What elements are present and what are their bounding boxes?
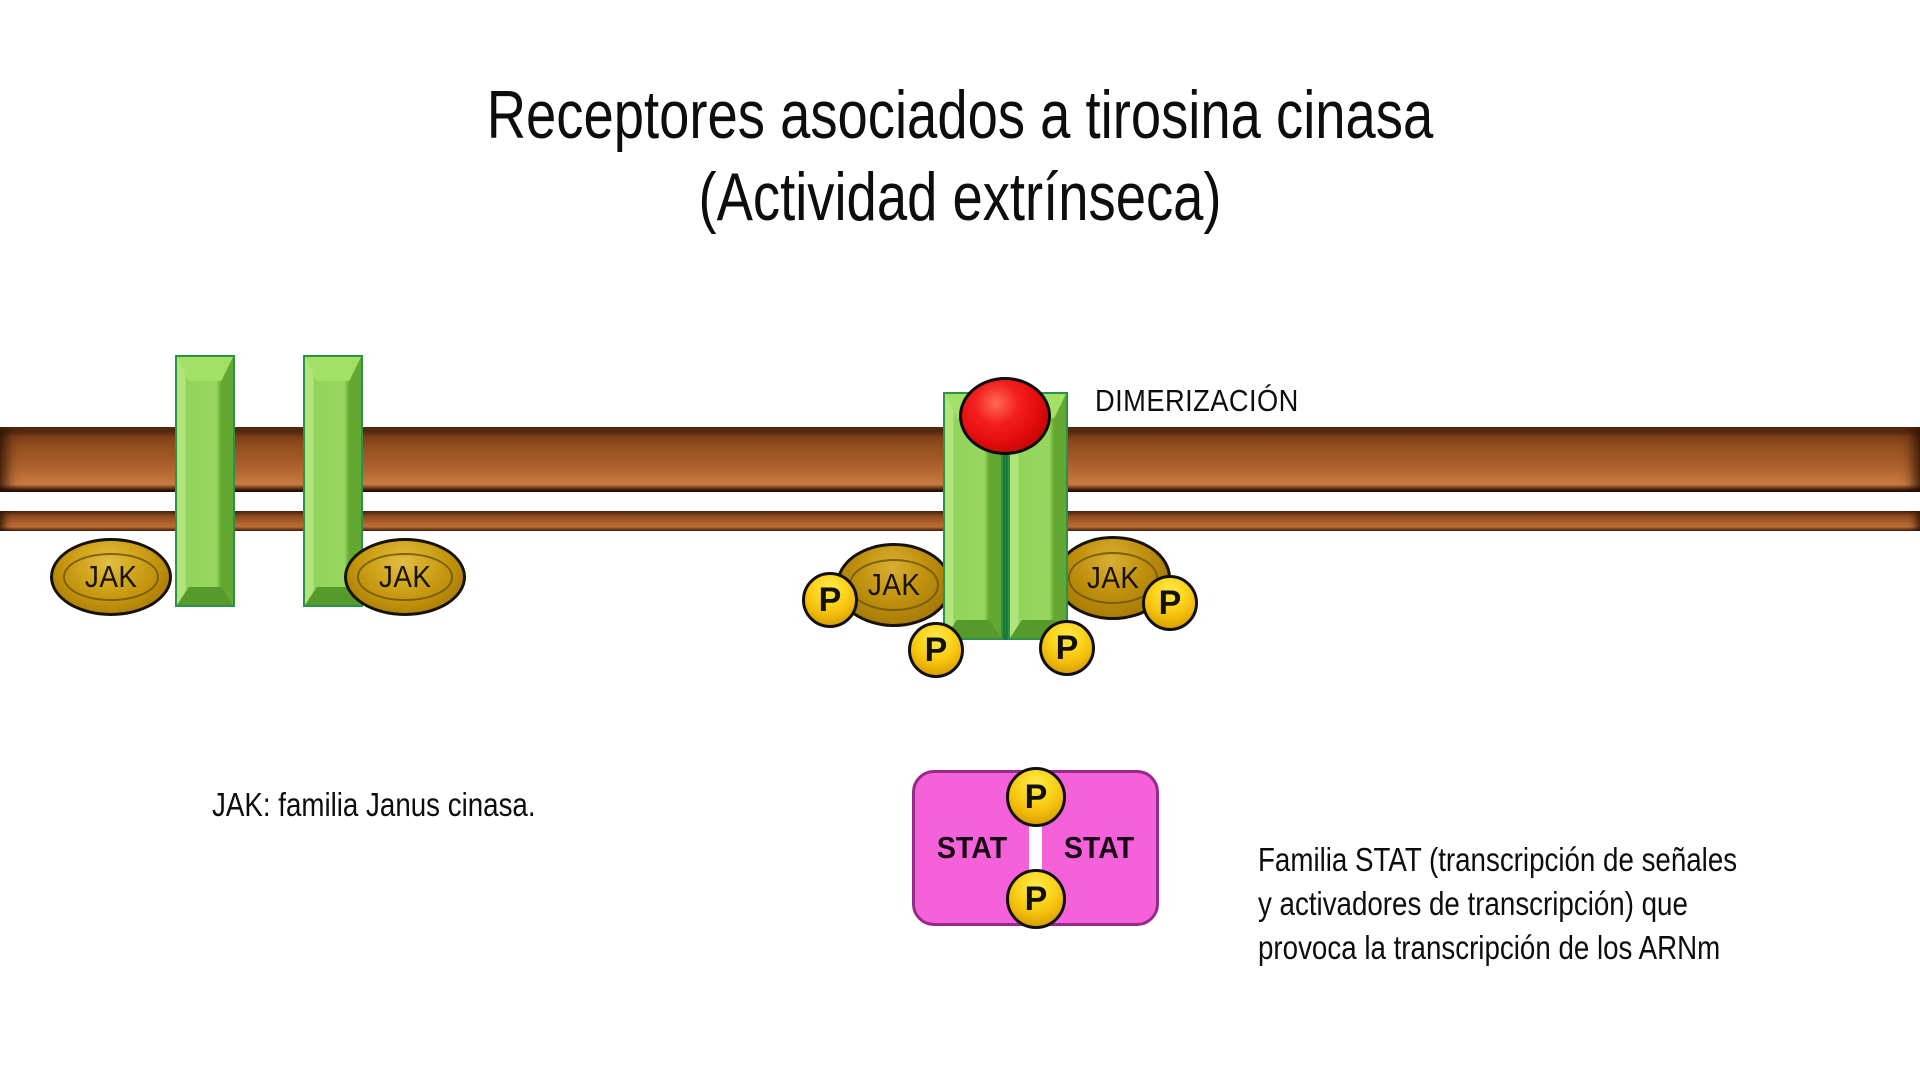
dimerization-label: DIMERIZACIÓN	[1095, 383, 1299, 418]
stat-caption-line-2: y activadores de transcripción) que	[1258, 885, 1688, 922]
stat-caption: Familia STAT (transcripción de señales y…	[1258, 838, 1737, 970]
jak-oval: JAK	[344, 538, 466, 616]
phosphate-badge: P	[908, 622, 964, 678]
jak-caption: JAK: familia Janus cinasa.	[212, 786, 536, 823]
jak-label: JAK	[867, 567, 921, 602]
ligand-ball-icon	[959, 377, 1051, 455]
jak-label: JAK	[84, 559, 138, 594]
phosphate-badge: P	[1039, 620, 1095, 676]
stat-caption-line-3: provoca la transcripción de los ARNm	[1258, 929, 1721, 966]
jak-label: JAK	[1086, 560, 1140, 595]
stat-caption-line-1: Familia STAT (transcripción de señales	[1258, 841, 1738, 878]
phosphate-badge: P	[1006, 869, 1066, 929]
stat-label: STAT	[936, 830, 1008, 865]
phosphate-badge: P	[1142, 575, 1198, 631]
jak-oval: JAK	[50, 538, 172, 616]
stat-label: STAT	[1063, 830, 1135, 865]
receptor-bar	[175, 355, 235, 607]
phosphate-badge: P	[802, 572, 858, 628]
jak-label: JAK	[378, 559, 432, 594]
page-title: Receptores asociados a tirosina cinasa (…	[192, 74, 1728, 238]
title-line-1: Receptores asociados a tirosina cinasa	[486, 77, 1434, 153]
title-line-2: (Actividad extrínseca)	[698, 159, 1222, 235]
phosphate-badge: P	[1006, 767, 1066, 827]
